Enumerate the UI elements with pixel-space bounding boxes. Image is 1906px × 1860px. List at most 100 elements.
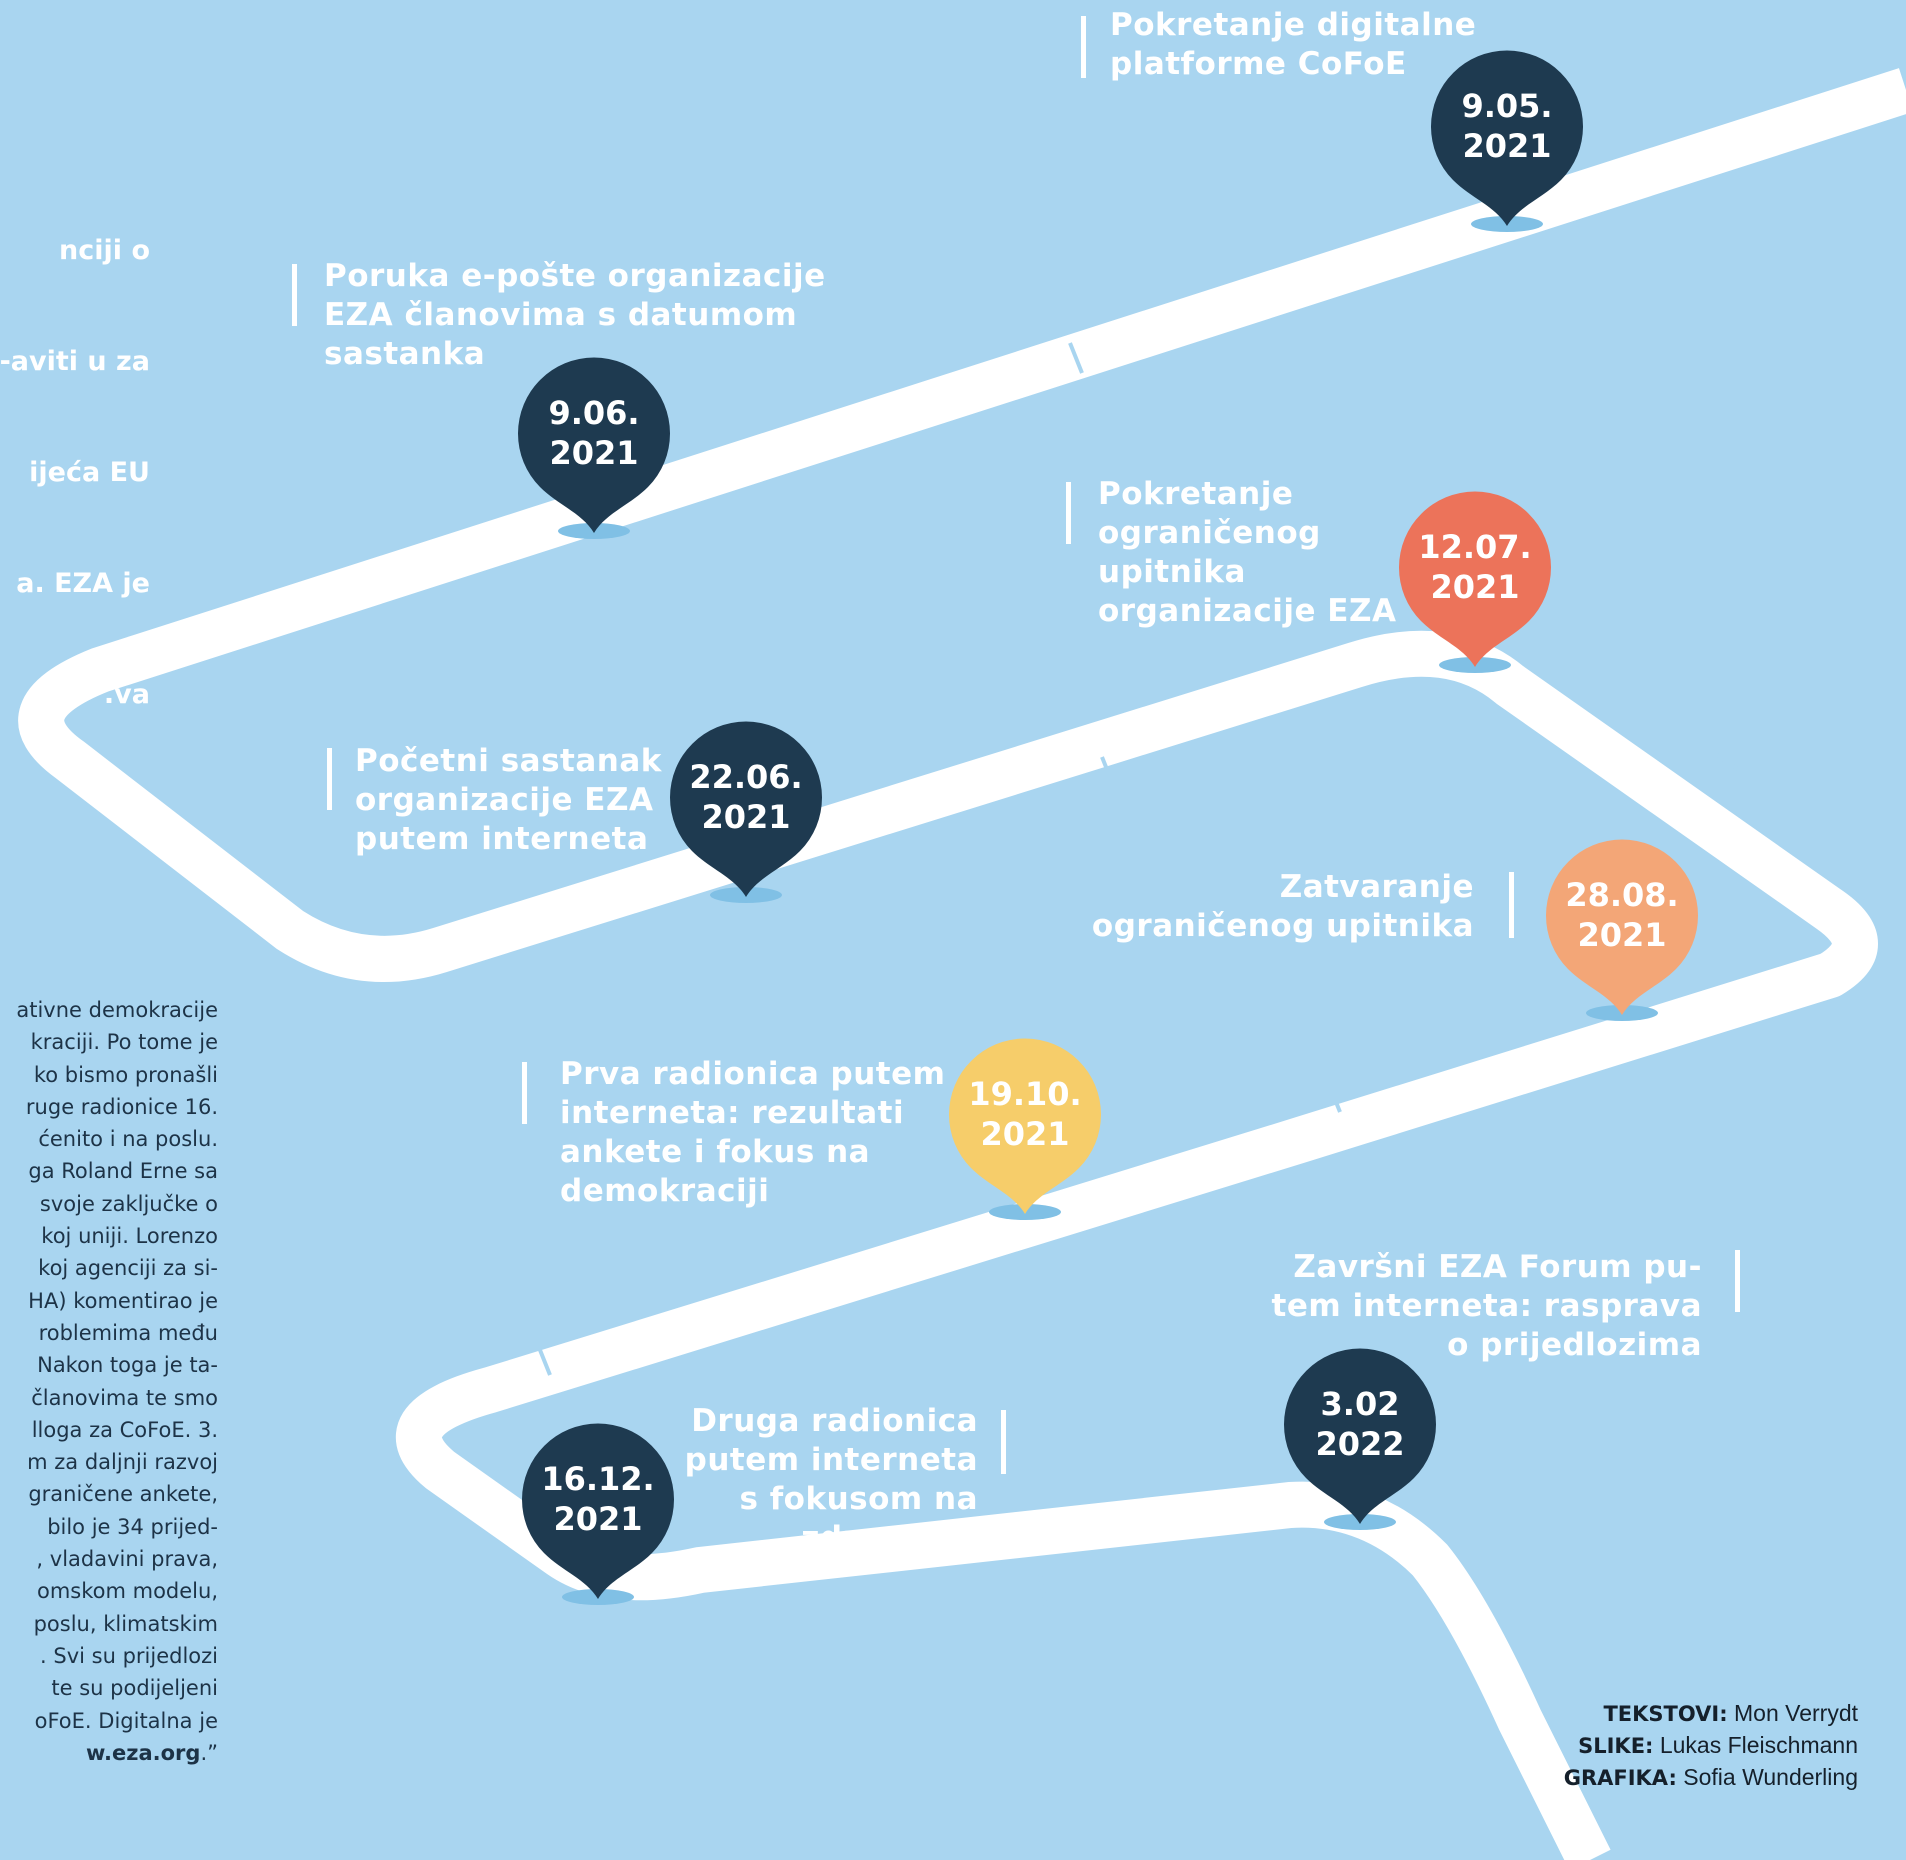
map-pin-icon [1399, 491, 1551, 673]
label-divider [327, 748, 332, 810]
pin-date-year: 2021 [1430, 568, 1520, 606]
event-title: Početni sastanak organizacije EZA putem … [355, 742, 662, 859]
map-pin-icon [949, 1038, 1101, 1220]
pin-body [1399, 491, 1551, 667]
date-pin[interactable]: 22.06. 2021 [668, 719, 824, 931]
pin-date: 12.07. 2021 [1397, 527, 1553, 607]
road-seam [1068, 342, 1084, 374]
event-title-line: Pokretanje [1098, 476, 1294, 512]
intro-line: nciji o [59, 235, 150, 266]
map-pin-icon [522, 1423, 674, 1605]
event-title-line: organizacije EZA [355, 782, 654, 818]
website-link[interactable]: w.eza.org [85, 1740, 201, 1765]
event-title-line: demokraciji [560, 1173, 770, 1209]
date-pin[interactable]: 9.05. 2021 [1429, 48, 1585, 260]
event-title-line: sastanka [324, 336, 486, 372]
event-title-line: platforme CoFoE [1110, 46, 1407, 82]
event-title-line: EZA članovima s datumom [324, 297, 798, 333]
road-seam [1038, 1574, 1048, 1608]
pin-date: 16.12. 2021 [520, 1459, 676, 1539]
article-line-last: w.eza.org.” [0, 1737, 218, 1769]
pin-date-day: 19.10. [968, 1075, 1082, 1113]
intro-text: nciji o aviti u za- ijeća EU a. EZA je v… [0, 158, 150, 750]
closing-quote: .” [200, 1740, 218, 1765]
road-seam [1710, 750, 1742, 772]
event-title-line: Druga radionica [691, 1403, 978, 1439]
article-line: lloga za CoFoE. 3. [31, 1417, 218, 1442]
date-pin[interactable]: 19.10. 2021 [947, 1036, 1103, 1248]
credit-label: SLIKE: [1578, 1734, 1654, 1758]
label-divider [292, 264, 297, 326]
article-line: graničene ankete, [28, 1482, 218, 1507]
map-pin-icon [1284, 1348, 1436, 1530]
pin-date: 19.10. 2021 [947, 1074, 1103, 1154]
date-pin[interactable]: 12.07. 2021 [1397, 489, 1553, 701]
credits: TEKSTOVI: Mon Verrydt SLIKE: Lukas Fleis… [1564, 1698, 1858, 1794]
pin-body [522, 1423, 674, 1599]
road-seam [536, 1344, 552, 1376]
pin-date-day: 28.08. [1565, 876, 1679, 914]
article-line: svoje zaključke o [39, 1191, 218, 1216]
pin-date-day: 12.07. [1418, 528, 1532, 566]
event-title-line: ograničenog upitnika [1091, 908, 1474, 944]
pin-date-year: 2021 [701, 798, 791, 836]
credit-label: GRAFIKA: [1563, 1766, 1677, 1790]
article-line: ko bismo pronašli [33, 1062, 218, 1087]
date-pin[interactable]: 9.06. 2021 [516, 355, 672, 567]
label-divider [1081, 16, 1086, 78]
article-body: ativne demokracije kraciji. Po tome je k… [0, 994, 218, 1769]
pin-date-year: 2021 [553, 1500, 643, 1538]
pin-date: 28.08. 2021 [1544, 875, 1700, 955]
article-line: HA) komentirao je [28, 1288, 218, 1313]
pin-date: 3.02 2022 [1282, 1384, 1438, 1464]
pin-body [1546, 839, 1698, 1015]
article-line: bilo je 34 prijed- [47, 1514, 218, 1539]
event-title-line: tem interneta: rasprava [1271, 1288, 1702, 1324]
road-path [18, 68, 1906, 1860]
pin-date-year: 2021 [1462, 127, 1552, 165]
event-title-line: Završni EZA Forum pu- [1293, 1249, 1702, 1285]
event-title-line: o prijedlozima [1447, 1327, 1702, 1363]
article-line: koj uniji. Lorenzo [41, 1224, 218, 1249]
pin-body [1284, 1348, 1436, 1524]
event-title: Pokretanje ograničenog upitnika organiza… [1098, 475, 1396, 631]
date-pin[interactable]: 3.02 2022 [1282, 1346, 1438, 1558]
date-pin[interactable]: 28.08. 2021 [1544, 837, 1700, 1049]
event-title-line: Zatvaranje [1279, 869, 1474, 905]
article-line: kraciji. Po tome je [30, 1030, 218, 1055]
pin-body [670, 721, 822, 897]
intro-line: va. [103, 679, 150, 710]
article-line: ga Roland Erne sa [28, 1159, 218, 1184]
pin-body [518, 357, 670, 533]
article-line: Nakon toga je ta- [37, 1353, 218, 1378]
event-title-line: zdravstvu [801, 1520, 978, 1556]
article-line: koj agenciji za si- [38, 1256, 218, 1281]
pin-date: 9.06. 2021 [516, 393, 672, 473]
map-pin-icon [670, 721, 822, 903]
article-line: poslu, klimatskim [33, 1611, 218, 1636]
event-title: Prva radionica putem interneta: rezultat… [560, 1055, 945, 1211]
intro-line: a. EZA je [16, 568, 150, 599]
article-line: m za daljnji razvoj [27, 1450, 218, 1475]
event-title-line: Prva radionica putem [560, 1056, 946, 1092]
credit-name: Mon Verrydt [1734, 1700, 1858, 1726]
pin-date-year: 2022 [1315, 1425, 1405, 1463]
article-line: . Svi su prijedlozi [40, 1643, 218, 1668]
pin-date-day: 9.06. [548, 394, 640, 432]
event-title-line: ograničenog [1098, 515, 1321, 551]
event-title: Zatvaranje ograničenog upitnika [1080, 868, 1474, 946]
event-title-line: ankete i fokus na [560, 1134, 871, 1170]
credit-label: TEKSTOVI: [1603, 1702, 1728, 1726]
date-pin[interactable]: 16.12. 2021 [520, 1421, 676, 1633]
pin-date-day: 16.12. [541, 1460, 655, 1498]
map-pin-icon [518, 357, 670, 539]
road-seams [536, 342, 1742, 1608]
event-title-line: s fokusom na [739, 1481, 978, 1517]
credit-name: Lukas Fleischmann [1659, 1732, 1858, 1758]
event-title-line: Pokretanje digitalne [1110, 7, 1477, 43]
credit-line: SLIKE: Lukas Fleischmann [1564, 1730, 1858, 1762]
article-line: , vladavini prava, [36, 1547, 218, 1572]
article-line: ruge radionice 16. [25, 1094, 218, 1119]
road-seam [1100, 756, 1116, 788]
